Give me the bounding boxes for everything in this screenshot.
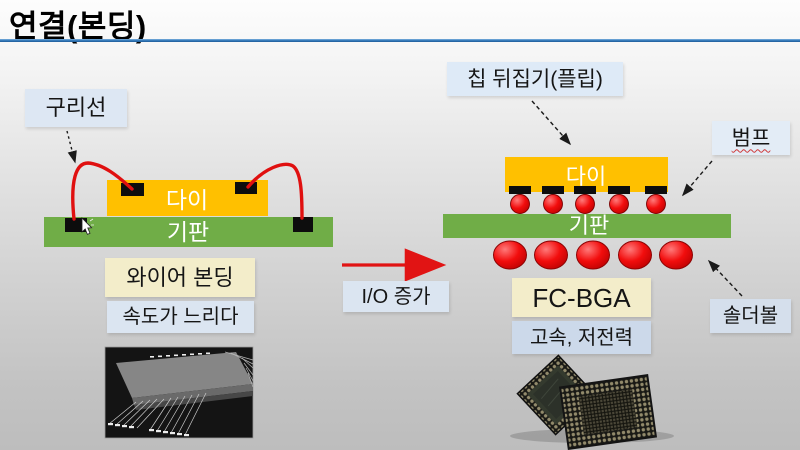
solder-ball-label: 솔더볼 (710, 299, 791, 333)
flip-chip-pointer-arrow (531, 100, 572, 146)
page-title: 연결(본딩) (9, 9, 147, 44)
left-substrate-text: 기판 (167, 219, 209, 245)
copper-wire-pointer-arrow (66, 130, 77, 164)
fc-bga-label: FC-BGA (512, 278, 651, 317)
right-substrate (443, 214, 731, 238)
right-die-pads (509, 186, 667, 194)
flip-chip-diagram: 다이 기판 (443, 100, 743, 297)
left-die-text: 다이 (166, 187, 208, 213)
io-increase-label-text: I/O 증가 (361, 285, 431, 308)
left-substrate-pad (293, 217, 313, 232)
slow-speed-label-text: 속도가 느리다 (122, 306, 239, 328)
right-die-text: 다이 (566, 164, 606, 189)
copper-wire-label: 구리선 (25, 89, 127, 127)
copper-wire-label-text: 구리선 (45, 95, 107, 120)
copper-wire-right (246, 162, 304, 220)
solder-ball-pointer-arrow (707, 259, 743, 297)
wire-bonding-label: 와이어 본딩 (105, 258, 255, 297)
bond-wires-left (108, 392, 207, 436)
wire-bonding-photo (104, 346, 254, 439)
mouse-cursor-icon (81, 217, 94, 235)
fast-low-power-label: 고속, 저전력 (512, 321, 651, 354)
right-substrate-text: 기판 (569, 213, 609, 238)
bump-label: 범프 (712, 121, 790, 155)
flip-chip-label: 칩 뒤집기(플립) (447, 62, 623, 96)
solder-balls (493, 240, 693, 270)
left-substrate-pad (65, 218, 87, 232)
title-underline-rule (0, 39, 800, 42)
bumps (510, 194, 666, 214)
bump-label-text: 범프 (731, 126, 771, 150)
left-die-pad (235, 182, 257, 194)
fc-bga-label-text: FC-BGA (532, 282, 631, 313)
bga-photo (510, 354, 674, 450)
wire-bonding-label-text: 와이어 본딩 (126, 264, 234, 290)
io-increase-label: I/O 증가 (343, 281, 449, 312)
flip-chip-label-text: 칩 뒤집기(플립) (467, 67, 603, 91)
wire-bonding-diagram: 다이 기판 (44, 130, 333, 247)
fast-low-power-label-text: 고속, 저전력 (529, 326, 634, 349)
bond-pads (108, 352, 210, 437)
bond-wires-right (224, 351, 254, 388)
solder-ball-label-text: 솔더볼 (722, 305, 779, 327)
copper-wire-left (71, 161, 134, 221)
bga-chip-front (558, 374, 658, 450)
left-substrate (44, 217, 333, 247)
bump-pointer-arrow (681, 160, 713, 197)
slow-speed-label: 속도가 느리다 (107, 301, 254, 333)
